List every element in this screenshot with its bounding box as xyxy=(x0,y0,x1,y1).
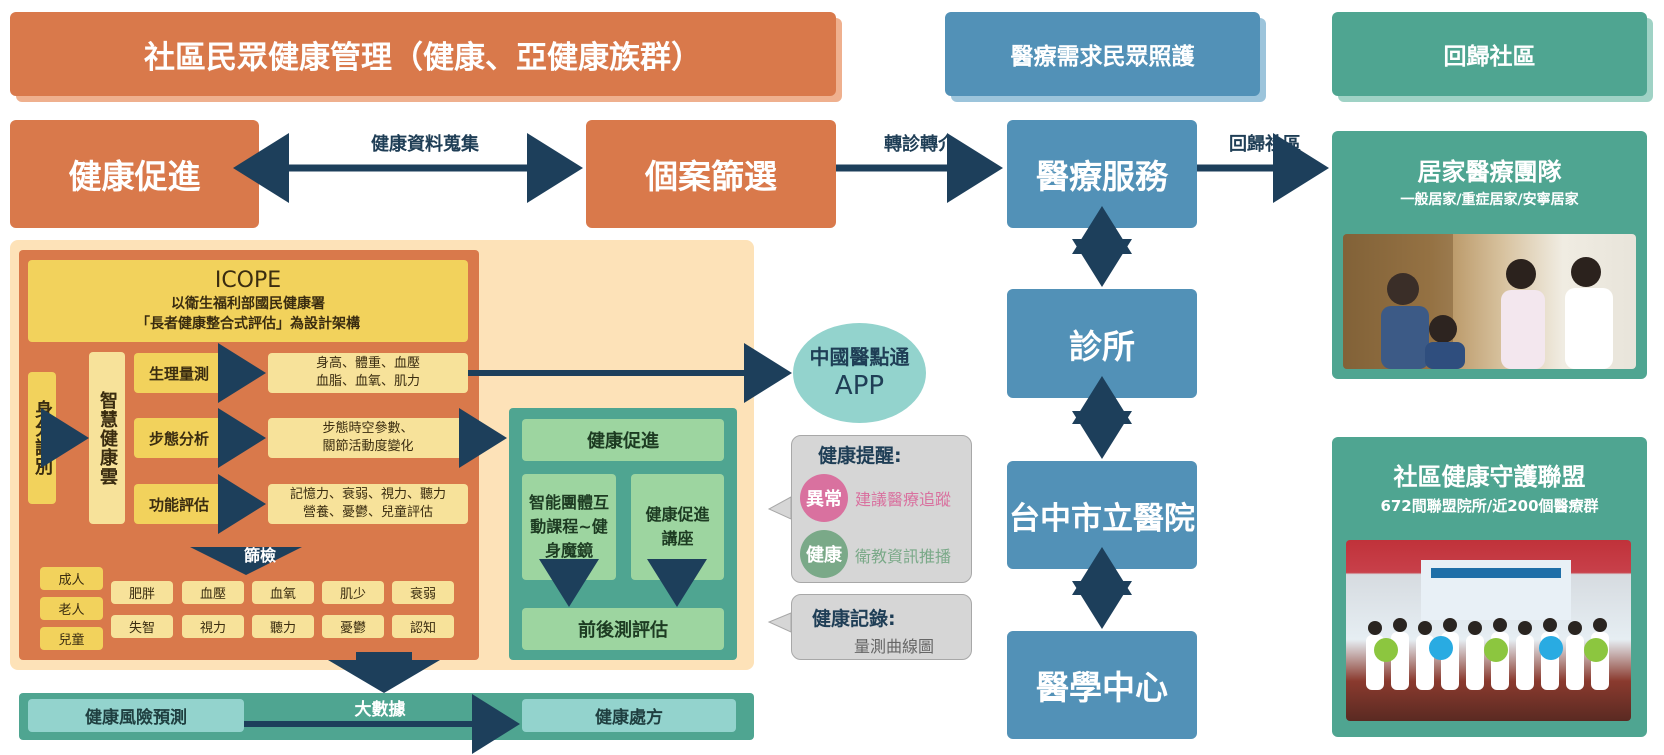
physiological-measurement-label: 生理量測 xyxy=(134,353,224,393)
smart-health-cloud-label: 智慧健康雲 xyxy=(89,352,125,524)
condition-dementia: 失智 xyxy=(111,615,173,638)
medical-center-box: 醫學中心 xyxy=(1007,631,1197,739)
reminder-callout-tail xyxy=(767,496,792,520)
group-adult: 成人 xyxy=(40,567,103,590)
icope-desc-line2: 「長者健康整合式評估」為設計架構 xyxy=(136,316,360,332)
home-care-subtitle: 一般居家/重症居家/安寧居家 xyxy=(1400,192,1579,208)
record-text: 量測曲線圖 xyxy=(854,637,935,656)
return-community-label: 回歸社區 xyxy=(1229,134,1301,155)
medical-service-box: 醫療服務 xyxy=(1007,120,1197,228)
health-prescription-box: 健康處方 xyxy=(522,699,736,732)
community-header: 社區民眾健康管理（健康、亞健康族群） xyxy=(10,12,836,96)
condition-vision: 視力 xyxy=(182,615,244,638)
physiological-detail: 身高、體重、血壓 血脂、血氧、肌力 xyxy=(268,353,468,393)
condition-cognition: 認知 xyxy=(392,615,454,638)
health-lecture-box: 健康促進講座 xyxy=(631,474,724,580)
icope-desc-line1: 以衛生福利部國民健康署 xyxy=(171,296,325,312)
gait-detail-line1: 步態時空參數、 xyxy=(322,421,414,436)
medical-care-header: 醫療需求民眾照護 xyxy=(945,12,1260,96)
condition-obesity: 肥胖 xyxy=(111,581,173,604)
gait-detail-line2: 關節活動度變化 xyxy=(322,439,414,454)
screening-label: 篩檢 xyxy=(243,546,276,565)
healthy-text: 衛教資訊推播 xyxy=(855,547,952,566)
bigdata-label: 大數據 xyxy=(354,699,406,720)
app-label: APP xyxy=(834,371,885,401)
alliance-title: 社區健康守護聯盟 xyxy=(1393,462,1586,491)
condition-sarcopenia: 肌少 xyxy=(322,581,384,604)
function-detail: 記憶力、衰弱、視力、聽力 營養、憂鬱、兒童評估 xyxy=(268,484,468,524)
condition-depression: 憂鬱 xyxy=(322,615,384,638)
home-care-photo xyxy=(1343,234,1636,369)
promotion-box-title: 健康促進 xyxy=(522,419,724,461)
icope-title: ICOPE xyxy=(214,268,282,293)
risk-prediction-box: 健康風險預測 xyxy=(28,699,244,732)
healthy-badge: 健康 xyxy=(800,530,848,578)
function-assessment-label: 功能評估 xyxy=(134,484,224,524)
alliance-subtitle: 672間聯盟院所/近200個醫療群 xyxy=(1380,496,1599,515)
group-course-box: 智能團體互動課程~健身魔鏡 xyxy=(522,474,616,580)
condition-frailty: 衰弱 xyxy=(392,581,454,604)
condition-hearing: 聽力 xyxy=(252,615,314,638)
home-care-title: 居家醫療團隊 xyxy=(1417,157,1562,186)
case-screening-box: 個案篩選 xyxy=(586,120,836,228)
app-name: 中國醫點通 xyxy=(809,345,910,369)
condition-blood-oxygen: 血氧 xyxy=(252,581,314,604)
clinic-box: 診所 xyxy=(1007,289,1197,398)
city-hospital-box: 台中市立醫院 xyxy=(1007,461,1197,569)
physiological-detail-line2: 血脂、血氧、肌力 xyxy=(315,374,420,389)
group-elderly: 老人 xyxy=(40,597,103,620)
icope-header: ICOPE 以衛生福利部國民健康署 「長者健康整合式評估」為設計架構 xyxy=(28,260,468,342)
reminder-title: 健康提醒: xyxy=(818,445,902,467)
abnormal-badge: 異常 xyxy=(800,474,848,522)
record-title: 健康記錄: xyxy=(812,608,896,630)
health-record-callout xyxy=(791,594,972,660)
function-detail-line2: 營養、憂鬱、兒童評估 xyxy=(302,505,433,520)
physiological-detail-line1: 身高、體重、血壓 xyxy=(315,356,420,371)
condition-blood-pressure: 血壓 xyxy=(182,581,244,604)
group-children: 兒童 xyxy=(40,627,103,650)
gait-analysis-label: 步態分析 xyxy=(134,418,224,458)
record-callout-tail xyxy=(767,612,792,633)
alliance-photo xyxy=(1346,540,1631,721)
health-promotion-box: 健康促進 xyxy=(10,120,259,228)
pre-post-evaluation-box: 前後測評估 xyxy=(522,608,724,650)
referral-label: 轉診轉介 xyxy=(884,134,956,155)
app-circle: 中國醫點通 APP xyxy=(793,323,926,423)
identity-label: 身分識別 xyxy=(28,372,56,504)
return-community-header: 回歸社區 xyxy=(1332,12,1647,96)
data-collection-label: 健康資料蒐集 xyxy=(371,134,479,155)
function-detail-line1: 記憶力、衰弱、視力、聽力 xyxy=(289,487,446,502)
abnormal-text: 建議醫療追蹤 xyxy=(855,490,952,509)
gait-detail: 步態時空參數、 關節活動度變化 xyxy=(268,418,468,458)
